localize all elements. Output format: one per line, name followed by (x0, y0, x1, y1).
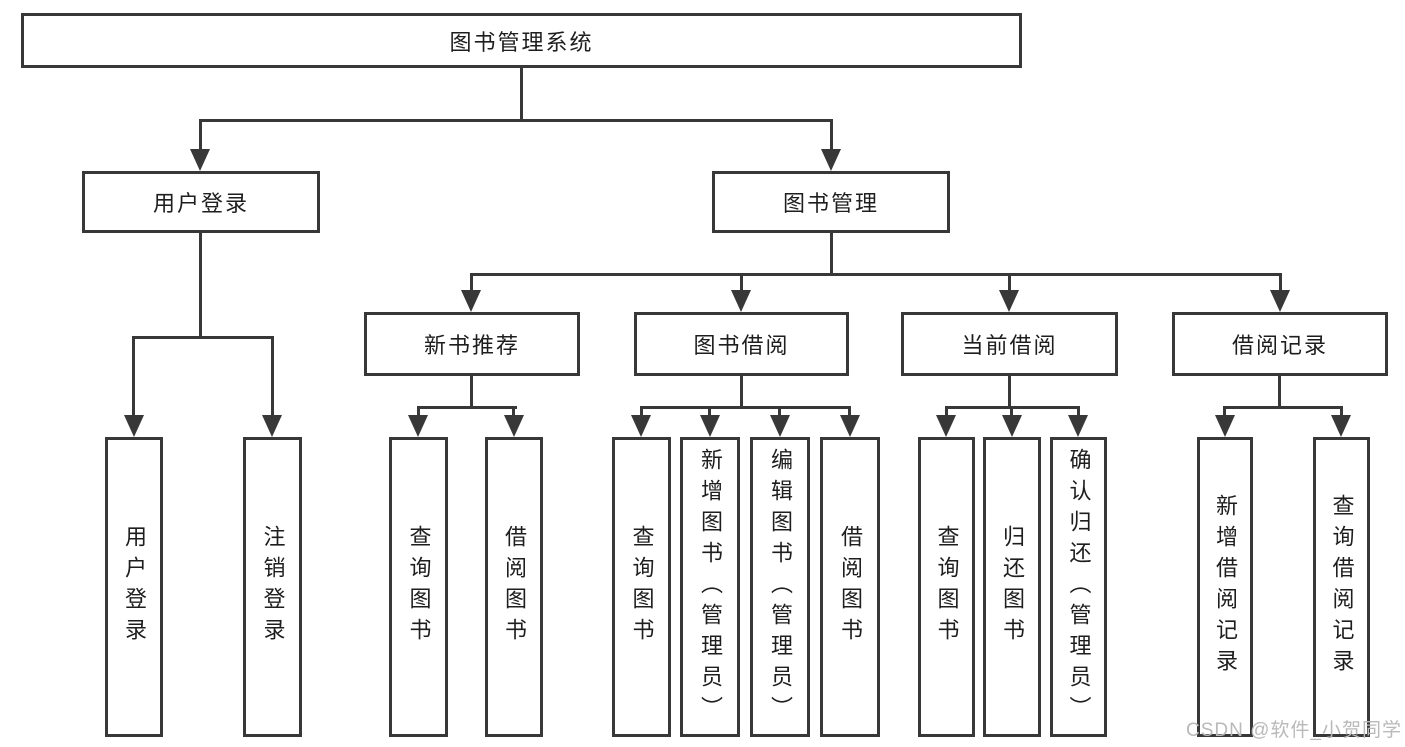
arrow-down-icon (461, 290, 481, 312)
connector-line (271, 336, 274, 417)
leaf-query-books-recommend: 查询图书 (389, 437, 448, 737)
connector-line (640, 406, 851, 409)
connector-line (1008, 376, 1011, 408)
node-current-borrow: 当前借阅 (901, 312, 1118, 376)
connector-line (199, 233, 202, 339)
watermark: CSDN @软件_小贺同学 (1186, 720, 1402, 741)
connector-line (1223, 406, 1226, 417)
connector-line (1340, 406, 1343, 417)
connector-line (470, 273, 473, 292)
node-root: 图书管理系统 (21, 13, 1022, 68)
arrow-down-icon (999, 290, 1019, 312)
connector-line (740, 273, 743, 292)
arrow-down-icon (1068, 415, 1088, 437)
leaf-user-login: 用户登录 (105, 437, 163, 737)
connector-line (133, 336, 274, 339)
leaf-confirm-return-admin: 确认归还（管理员） (1050, 437, 1107, 737)
arrow-down-icon (124, 415, 144, 437)
connector-line (132, 336, 135, 417)
arrow-down-icon (1331, 415, 1351, 437)
arrow-down-icon (504, 415, 524, 437)
arrow-down-icon (262, 415, 282, 437)
connector-line (1008, 273, 1011, 292)
connector-line (778, 406, 781, 417)
node-book-borrow: 图书借阅 (634, 312, 849, 376)
connector-line (848, 406, 851, 417)
leaf-borrow-books-recommend: 借阅图书 (485, 437, 543, 737)
connector-line (417, 406, 517, 409)
arrow-down-icon (700, 415, 720, 437)
arrow-down-icon (770, 415, 790, 437)
connector-line (512, 406, 515, 417)
arrow-down-icon (631, 415, 651, 437)
arrow-down-icon (408, 415, 428, 437)
arrow-down-icon (1215, 415, 1235, 437)
connector-line (520, 68, 523, 121)
connector-line (470, 376, 473, 408)
leaf-logout: 注销登录 (243, 437, 302, 737)
leaf-borrow-books: 借阅图书 (820, 437, 880, 737)
leaf-edit-book-admin: 编辑图书（管理员） (750, 437, 810, 737)
connector-line (830, 119, 833, 150)
leaf-query-borrow-record: 查询借阅记录 (1313, 437, 1370, 737)
node-new-book-recommend: 新书推荐 (364, 312, 580, 376)
arrow-down-icon (936, 415, 956, 437)
connector-line (708, 406, 711, 417)
connector-line (830, 233, 833, 275)
leaf-return-book: 归还图书 (983, 437, 1041, 737)
arrow-down-icon (840, 415, 860, 437)
connector-line (470, 273, 1282, 276)
connector-line (1223, 406, 1343, 409)
leaf-query-books-borrow: 查询图书 (612, 437, 671, 737)
leaf-add-book-admin: 新增图书（管理员） (680, 437, 740, 737)
connector-line (640, 406, 643, 417)
arrow-down-icon (1002, 415, 1022, 437)
arrow-down-icon (731, 290, 751, 312)
connector-line (1077, 406, 1080, 417)
connector-line (1278, 376, 1281, 408)
arrow-down-icon (190, 149, 210, 171)
node-book-management: 图书管理 (712, 171, 950, 233)
connector-line (199, 119, 833, 122)
connector-line (417, 406, 420, 417)
arrow-down-icon (821, 149, 841, 171)
leaf-add-borrow-record: 新增借阅记录 (1197, 437, 1253, 737)
connector-line (1279, 273, 1282, 292)
node-borrow-records: 借阅记录 (1172, 312, 1388, 376)
connector-line (740, 376, 743, 408)
connector-line (945, 406, 948, 417)
arrow-down-icon (1270, 290, 1290, 312)
connector-line (1010, 406, 1013, 417)
node-user-login: 用户登录 (82, 171, 320, 233)
leaf-query-books-current: 查询图书 (918, 437, 975, 737)
connector-line (199, 119, 202, 150)
